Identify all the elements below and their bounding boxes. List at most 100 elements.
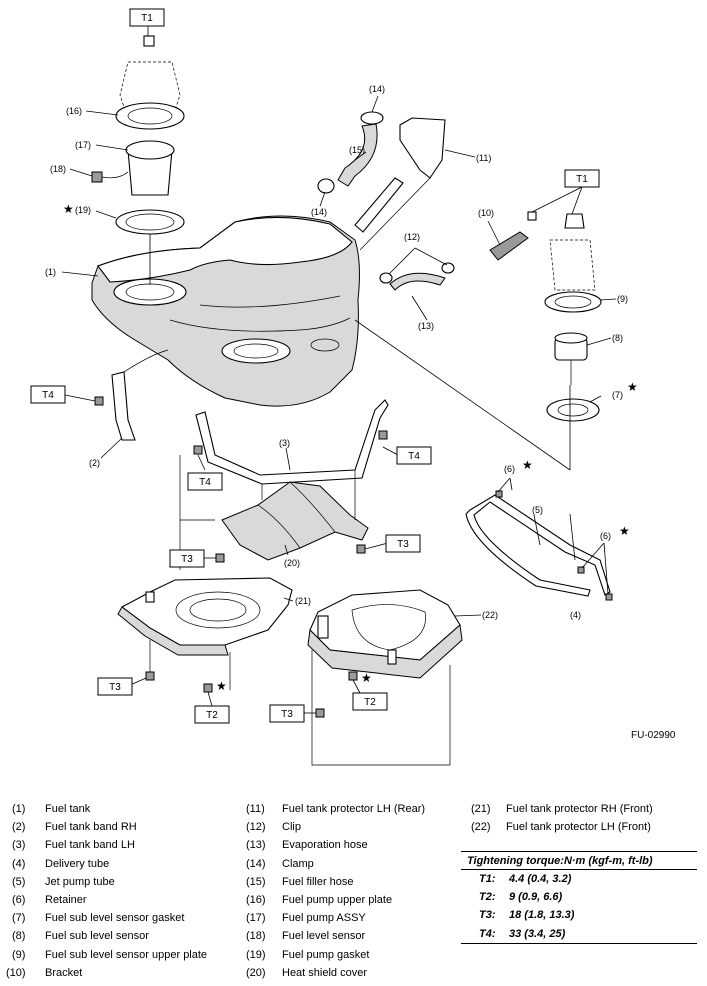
callout-3: (3): [279, 438, 290, 448]
legend-number: (3): [12, 839, 26, 852]
torque-table-top-rule: [461, 851, 697, 852]
legend-part-name: Heat shield cover: [282, 966, 367, 979]
svg-text:T2: T2: [206, 710, 218, 721]
torque-tag-t2-right: T2: [352, 692, 388, 711]
torque-tag-t4-b: T4: [187, 472, 223, 491]
callout-5: (5): [532, 505, 543, 515]
torque-table-divider: [461, 869, 697, 870]
parts-legend-column-3: (21)Fuel tank protector RH (Front) (22)F…: [471, 800, 653, 836]
legend-part-name: Fuel tank band LH: [45, 839, 135, 852]
fuel-tank-drawing: [91, 215, 360, 407]
legend-row: (20)Heat shield cover: [246, 964, 425, 982]
svg-text:T3: T3: [109, 682, 121, 693]
callout-2: (2): [89, 458, 100, 468]
callout-9: (9): [617, 294, 628, 304]
legend-part-name: Fuel sub level sensor gasket: [45, 912, 185, 925]
star-mark: ★: [619, 524, 630, 538]
legend-row: (2)Fuel tank band RH: [12, 818, 207, 836]
legend-row: (10) Bracket: [6, 964, 207, 982]
legend-number: (4): [12, 857, 26, 870]
callout-labels: (1) (2) (3) (4) (5) (6) (6) (7) (8) (9) …: [45, 84, 628, 620]
legend-part-name: Fuel tank protector RH (Front): [506, 803, 653, 815]
protector-rh-drawing: [117, 577, 293, 656]
star-mark: ★: [216, 679, 227, 693]
torque-row: T2: 9 (0.9, 6.6): [461, 888, 697, 906]
callout-14a: (14): [369, 84, 385, 94]
torque-code: T3:: [479, 909, 496, 922]
legend-number: (12): [246, 821, 266, 834]
torque-value: 9 (0.9, 6.6): [509, 891, 563, 904]
legend-number: (14): [246, 857, 266, 870]
callout-7: (7): [612, 390, 623, 400]
torque-code: T1:: [479, 873, 496, 885]
torque-row: T4:33 (3.4, 25): [461, 925, 697, 943]
legend-part-name: Fuel sub level sensor upper plate: [45, 948, 208, 961]
protector-lh-drawing: [307, 589, 463, 679]
svg-text:T3: T3: [281, 709, 293, 720]
callout-13: (13): [418, 321, 434, 331]
legend-row: (18)Fuel level sensor: [246, 927, 425, 945]
torque-table: Tightening torque:N·m (kgf-m, ft-lb) T1:…: [461, 851, 697, 944]
callout-22: (22): [482, 610, 498, 620]
svg-text:T4: T4: [199, 477, 211, 488]
legend-part-name: Fuel tank: [45, 803, 91, 815]
torque-tag-t4-a: T4: [30, 385, 66, 404]
legend-number: (13): [246, 839, 266, 852]
legend-row: (9) Fuel sub level sensor upper plate: [12, 946, 207, 964]
torque-table-bottom-rule: [461, 942, 697, 944]
callout-20: (20): [284, 558, 300, 568]
callout-12: (12): [404, 232, 420, 242]
heat-shield-drawing: [221, 481, 369, 561]
legend-part-name: Fuel tank band RH: [45, 821, 137, 834]
legend-number: (22): [471, 821, 491, 834]
legend-number: (6): [12, 894, 26, 907]
figure-id: FU-02990: [631, 730, 676, 741]
callout-21: (21): [295, 596, 311, 606]
leader-lines: [61, 26, 617, 714]
svg-text:T3: T3: [181, 554, 193, 565]
legend-number: (9): [12, 948, 26, 961]
svg-text:T2: T2: [364, 697, 376, 708]
legend-row: (5)Jet pump tube: [12, 873, 207, 891]
legend-part-name: Clamp: [282, 857, 314, 870]
torque-tag-t3-b: T3: [385, 534, 421, 553]
callout-19: (19): [75, 205, 91, 215]
legend-part-name: Fuel pump upper plate: [282, 894, 393, 907]
legend-number: (17): [246, 912, 266, 925]
evap-hose-drawing: [379, 262, 455, 291]
legend-part-name: Clip: [282, 821, 301, 834]
legend-part-name: Fuel sub level sensor: [45, 930, 149, 943]
legend-part-name: Bracket: [45, 966, 83, 979]
legend-row: (15)Fuel filler hose: [246, 873, 425, 891]
torque-code: T4:: [479, 927, 496, 940]
legend-part-name: Fuel tank protector LH (Front): [506, 821, 651, 834]
legend-number: (8): [12, 930, 26, 943]
legend-number: (19): [246, 948, 266, 961]
torque-tag-t4-c: T4: [396, 446, 432, 465]
svg-text:T3: T3: [397, 539, 409, 550]
legend-row: (22) Fuel tank protector LH (Front): [471, 818, 653, 836]
svg-text:T1: T1: [576, 174, 588, 185]
legend-row: (8) Fuel sub level sensor: [12, 927, 207, 945]
torque-tag-t3-c: T3: [97, 677, 133, 696]
torque-code: T2:: [479, 891, 496, 904]
legend-part-name: Fuel filler hose: [282, 875, 354, 888]
legend-part-name: Evaporation hose: [282, 839, 368, 852]
callout-10: (10): [478, 208, 494, 218]
svg-text:T1: T1: [141, 13, 153, 24]
star-marks: ★ ★ ★ ★ ★ ★: [63, 202, 638, 693]
torque-tag-t1-top: T1: [129, 8, 165, 27]
exploded-diagram: (1) (2) (3) (4) (5) (6) (6) (7) (8) (9) …: [30, 8, 638, 766]
torque-value: 4.4 (0.4, 3.2): [509, 873, 572, 885]
legend-number: (5): [12, 875, 26, 888]
legend-row: (16) Fuel pump upper plate: [246, 891, 425, 909]
star-mark: ★: [63, 202, 74, 216]
legend-number: (10): [6, 966, 26, 979]
callout-16: (16): [66, 106, 82, 116]
legend-part-name: Fuel level sensor: [282, 930, 366, 943]
sub-sensor-stack: [489, 211, 602, 422]
callout-18: (18): [50, 164, 66, 174]
callout-15: (15): [349, 145, 365, 155]
torque-tag-t3-a: T3: [169, 549, 205, 568]
legend-number: (16): [246, 894, 266, 907]
